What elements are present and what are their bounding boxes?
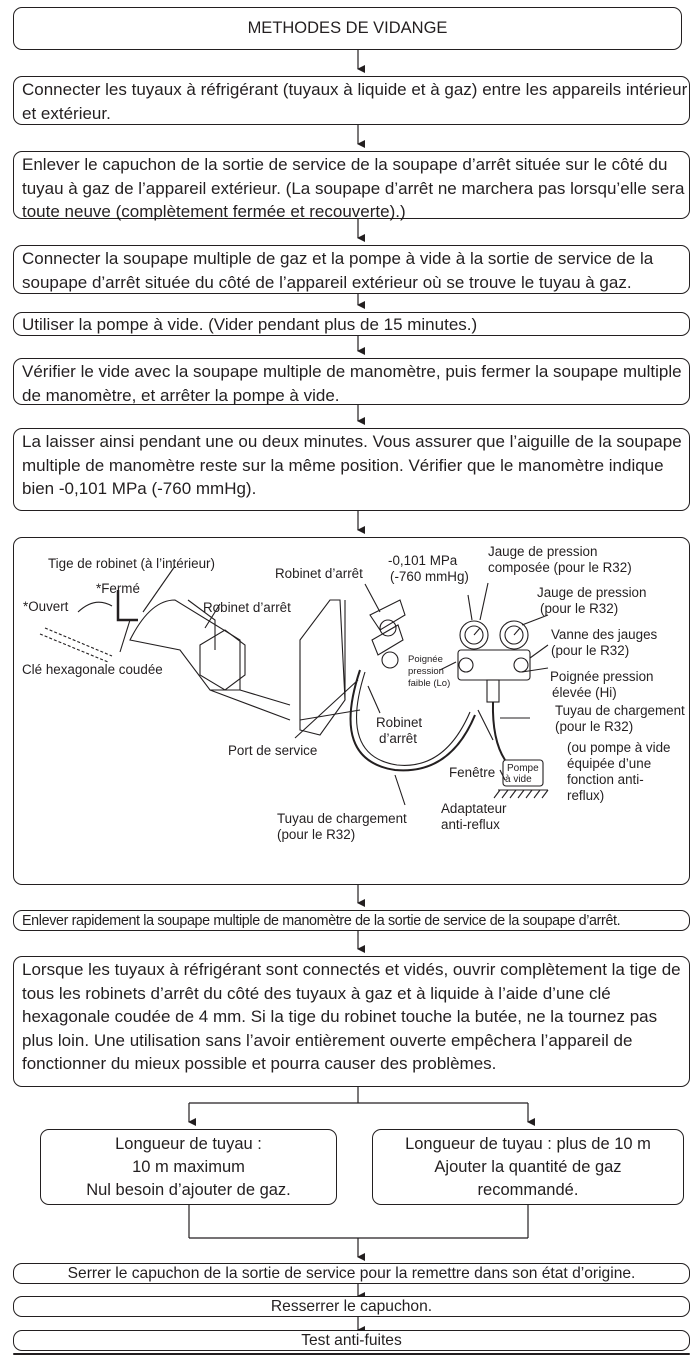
outdoor-unit-icon [299, 599, 346, 736]
label-gauge-valve-1: Vanne des jauges [551, 627, 658, 642]
flow-step-3: Connecter la soupape multiple de gaz et … [13, 245, 690, 294]
stop-valve-nut-icon [199, 629, 246, 691]
flow-step-9: Serrer le capuchon de la sortie de servi… [13, 1263, 690, 1284]
label-service-port: Port de service [228, 743, 318, 758]
branch-right-line-3: recommandé. [477, 1181, 579, 1199]
compound-gauge-icon [459, 620, 489, 650]
label-low-handle-3: faible (Lo) [408, 678, 451, 689]
label-pump-2: à vide [505, 774, 532, 785]
flow-step-8: Lorsque les tuyaux à réfrigérant sont co… [13, 956, 690, 1087]
flow-step-11: Test anti-fuites [13, 1330, 690, 1351]
flow-step-text: Enlever le capuchon de la sortie de serv… [22, 155, 685, 221]
flow-step-10: Resserrer le capuchon. [13, 1296, 690, 1317]
label-pressure-mpa: -0,101 MPa [388, 553, 458, 568]
label-low-handle-1: Poignée [408, 654, 443, 665]
branch-left-line-2: 10 m maximum [132, 1158, 245, 1176]
flow-step-text: Vérifier le vide avec la soupape multipl… [22, 362, 682, 405]
flow-step-7: Enlever rapidement la soupape multiple d… [13, 910, 690, 931]
page-title: METHODES DE VIDANGE [247, 19, 448, 37]
label-charge-hose-bottom-2: (pour le R32) [277, 827, 356, 842]
label-gauge-2: (pour le R32) [540, 601, 619, 616]
flow-step-text: Enlever rapidement la soupape multiple d… [22, 913, 621, 929]
flow-step-5: Vérifier le vide avec la soupape multipl… [13, 358, 690, 405]
vacuum-pump-icon [502, 759, 544, 787]
flow-step-text: Lorsque les tuyaux à réfrigérant sont co… [22, 960, 681, 1073]
label-compound-gauge-1: Jauge de pression [488, 544, 598, 559]
hex-key-icon [116, 590, 138, 622]
charging-hose-icon [349, 669, 476, 772]
label-adapter-1: Adaptateur [441, 801, 507, 816]
flow-step-text: Resserrer le capuchon. [270, 1298, 433, 1315]
stop-valve-icon [369, 599, 406, 656]
flow-step-1: Connecter les tuyaux à réfrigérant (tuya… [13, 76, 690, 125]
label-low-handle-2: pression [408, 666, 444, 677]
label-high-handle-2: élevée (Hi) [552, 685, 617, 700]
flow-step-text: Serrer le capuchon de la sortie de servi… [67, 1265, 636, 1282]
pressure-gauge-icon [499, 620, 529, 650]
branch-left-box: Longueur de tuyau : 10 m maximum Nul bes… [40, 1129, 337, 1205]
label-stop-valve-left: Robinet d’arrêt [203, 600, 291, 615]
branch-left-line-1: Longueur de tuyau : [115, 1135, 262, 1153]
hex-key-open-icon [39, 627, 113, 663]
label-pump-alt-1: (ou pompe à vide [567, 740, 671, 755]
label-hex-key: Clé hexagonale coudée [22, 662, 163, 677]
label-adapter-2: anti-reflux [441, 817, 500, 832]
label-window: Fenêtre [449, 765, 496, 780]
label-charge-hose-bottom-1: Tuyau de chargement [277, 811, 407, 826]
branch-right-box: Longueur de tuyau : plus de 10 m Ajouter… [372, 1129, 684, 1205]
label-pump-1: Pompe [507, 763, 539, 774]
branch-right-line-1: Longueur de tuyau : plus de 10 m [405, 1135, 651, 1153]
label-charge-hose-right-2: (pour le R32) [555, 719, 634, 734]
branch-right-line-2: Ajouter la quantité de gaz [434, 1158, 622, 1176]
flow-step-text: Connecter les tuyaux à réfrigérant (tuya… [22, 80, 688, 123]
flow-step-2: Enlever le capuchon de la sortie de serv… [13, 151, 690, 221]
label-pump-alt-2: équipée d’une [567, 756, 652, 771]
label-valve-stem: Tige de robinet (à l’intérieur) [48, 556, 215, 571]
label-compound-gauge-2: composée (pour le R32) [488, 560, 632, 575]
label-high-handle-1: Poignée pression [550, 669, 654, 684]
manifold-body-icon [457, 649, 531, 681]
label-gauge-valve-2: (pour le R32) [551, 643, 630, 658]
flow-title-box: METHODES DE VIDANGE [13, 7, 682, 50]
flow-step-4: Utiliser la pompe à vide. (Vider pendant… [13, 312, 690, 336]
branch-left-line-3: Nul besoin d’ajouter de gaz. [86, 1181, 291, 1199]
label-stop-valve-mid-2: d’arrêt [379, 731, 417, 746]
flow-step-text: La laisser ainsi pendant une ou deux min… [22, 432, 682, 498]
rotation-arrow-icon [77, 601, 113, 613]
label-stop-valve-top: Robinet d’arrêt [275, 566, 363, 581]
flow-step-6: La laisser ainsi pendant une ou deux min… [13, 428, 690, 511]
label-open: *Ouvert [23, 599, 69, 614]
flow-step-text: Connecter la soupape multiple de gaz et … [22, 249, 654, 292]
label-gauge-1: Jauge de pression [537, 585, 647, 600]
label-pressure-mmhg: (-760 mmHg) [390, 569, 469, 584]
flow-step-text: Utiliser la pompe à vide. (Vider pendant… [22, 315, 478, 334]
label-charge-hose-right-1: Tuyau de chargement [555, 703, 685, 718]
label-closed: *Fermé [96, 581, 140, 596]
label-pump-alt-4: reflux) [567, 788, 605, 803]
label-pump-alt-3: fonction anti- [567, 772, 644, 787]
vacuum-setup-illustration [39, 565, 549, 806]
label-stop-valve-mid-1: Robinet [376, 715, 423, 730]
flow-step-text: Test anti-fuites [301, 1332, 402, 1349]
